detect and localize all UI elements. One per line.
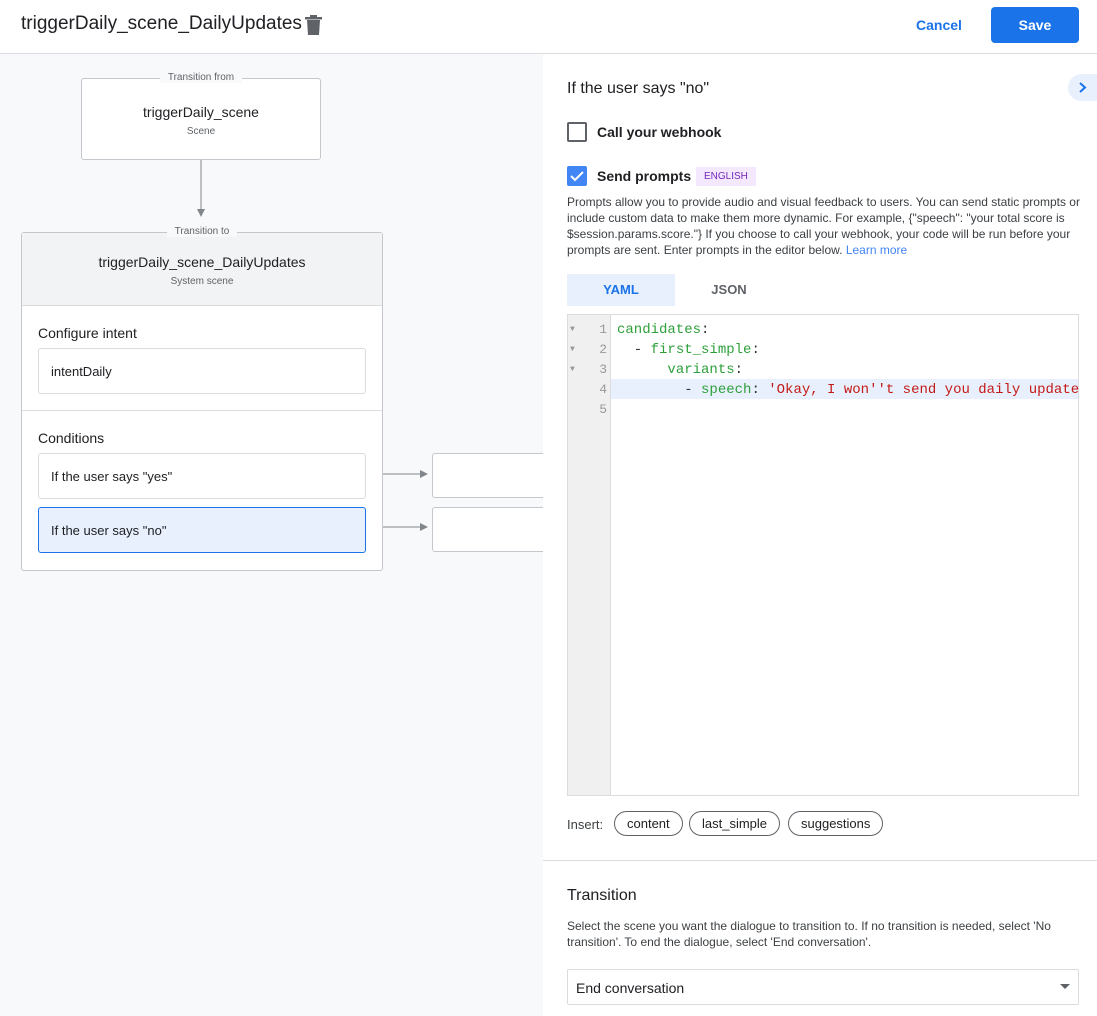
condition-no[interactable]: If the user says "no" [38,507,366,553]
transition-select[interactable]: End conversation [567,969,1079,1005]
line-gutter [568,315,611,795]
save-button[interactable]: Save [991,7,1079,43]
insert-label: Insert: [567,817,604,832]
scene-type: System scene [170,276,234,287]
target-node-yes[interactable] [432,453,543,498]
line-number: 4 [599,382,607,397]
legend: Transition to [166,226,238,237]
collapse-panel-button[interactable] [1068,74,1097,101]
details-panel: If the user says "no" Call your webhook … [543,54,1097,1016]
conditions-label: Conditions [38,430,105,446]
header: triggerDaily_scene_DailyUpdates Cancel S… [0,0,1097,54]
insert-last-simple-chip[interactable]: last_simple [689,811,781,836]
prompts-description: Prompts allow you to provide audio and v… [567,194,1081,258]
scene-name: triggerDaily_scene [143,104,259,120]
scene-type: Scene [186,126,216,137]
transition-to-node: Transition to triggerDaily_scene_DailyUp… [21,226,383,571]
trash-icon[interactable] [305,15,322,35]
code-line: - speech: 'Okay, I won''t send you daily… [617,382,1079,398]
prompts-checkbox[interactable] [567,166,587,186]
dropdown-arrow-icon [1060,984,1070,989]
transition-value: End conversation [576,980,685,996]
language-badge: ENGLISH [696,167,756,186]
fold-icon[interactable]: ▼ [570,345,575,354]
condition-yes[interactable]: If the user says "yes" [38,453,366,499]
description-text: Prompts allow you to provide audio and v… [567,195,1080,257]
scene-name: triggerDaily_scene_DailyUpdates [98,254,306,270]
cancel-button[interactable]: Cancel [903,8,975,42]
transition-title: Transition [567,887,637,904]
line-number: 2 [599,342,607,357]
line-number: 1 [599,322,607,337]
transition-from-node[interactable]: Transition from triggerDaily_scene Scene [81,72,321,160]
tab-json[interactable]: JSON [711,282,747,297]
panel-title: If the user says "no" [567,80,710,97]
tab-yaml[interactable]: YAML [567,274,675,306]
legend: Transition from [159,72,243,83]
insert-suggestions-chip[interactable]: suggestions [788,811,884,836]
configure-intent-label: Configure intent [38,325,137,341]
flow-canvas: Transition from triggerDaily_scene Scene… [0,54,543,1016]
code-line: candidates: [617,322,710,338]
learn-more-link[interactable]: Learn more [845,243,908,257]
code-editor[interactable]: ▼ 1 ▼ 2 ▼ 3 4 5 candidates: - first_simple:… [567,314,1079,796]
code-key: variants [667,362,735,378]
line-number: 5 [599,402,607,417]
target-node-no[interactable] [432,507,543,552]
fold-icon[interactable]: ▼ [570,325,575,334]
page-title: triggerDaily_scene_DailyUpdates [21,13,302,34]
check-icon [570,171,584,182]
webhook-label: Call your webhook [597,124,722,140]
code-key: speech [701,382,752,398]
webhook-checkbox[interactable] [567,122,587,142]
insert-content-chip[interactable]: content [614,811,683,836]
line-number: 3 [599,362,607,377]
code-key: candidates [617,322,702,338]
transition-description: Select the scene you want the dialogue t… [567,919,1051,949]
code-string: 'Okay, I won''t send you daily update [768,382,1079,398]
fold-icon[interactable]: ▼ [570,365,575,374]
code-line: variants: [667,362,744,378]
intent-item[interactable]: intentDaily [38,348,366,394]
prompts-label: Send prompts [597,168,692,184]
code-key: first_simple [650,342,752,358]
code-line: - first_simple: [617,342,760,358]
chevron-right-icon [1079,82,1087,93]
